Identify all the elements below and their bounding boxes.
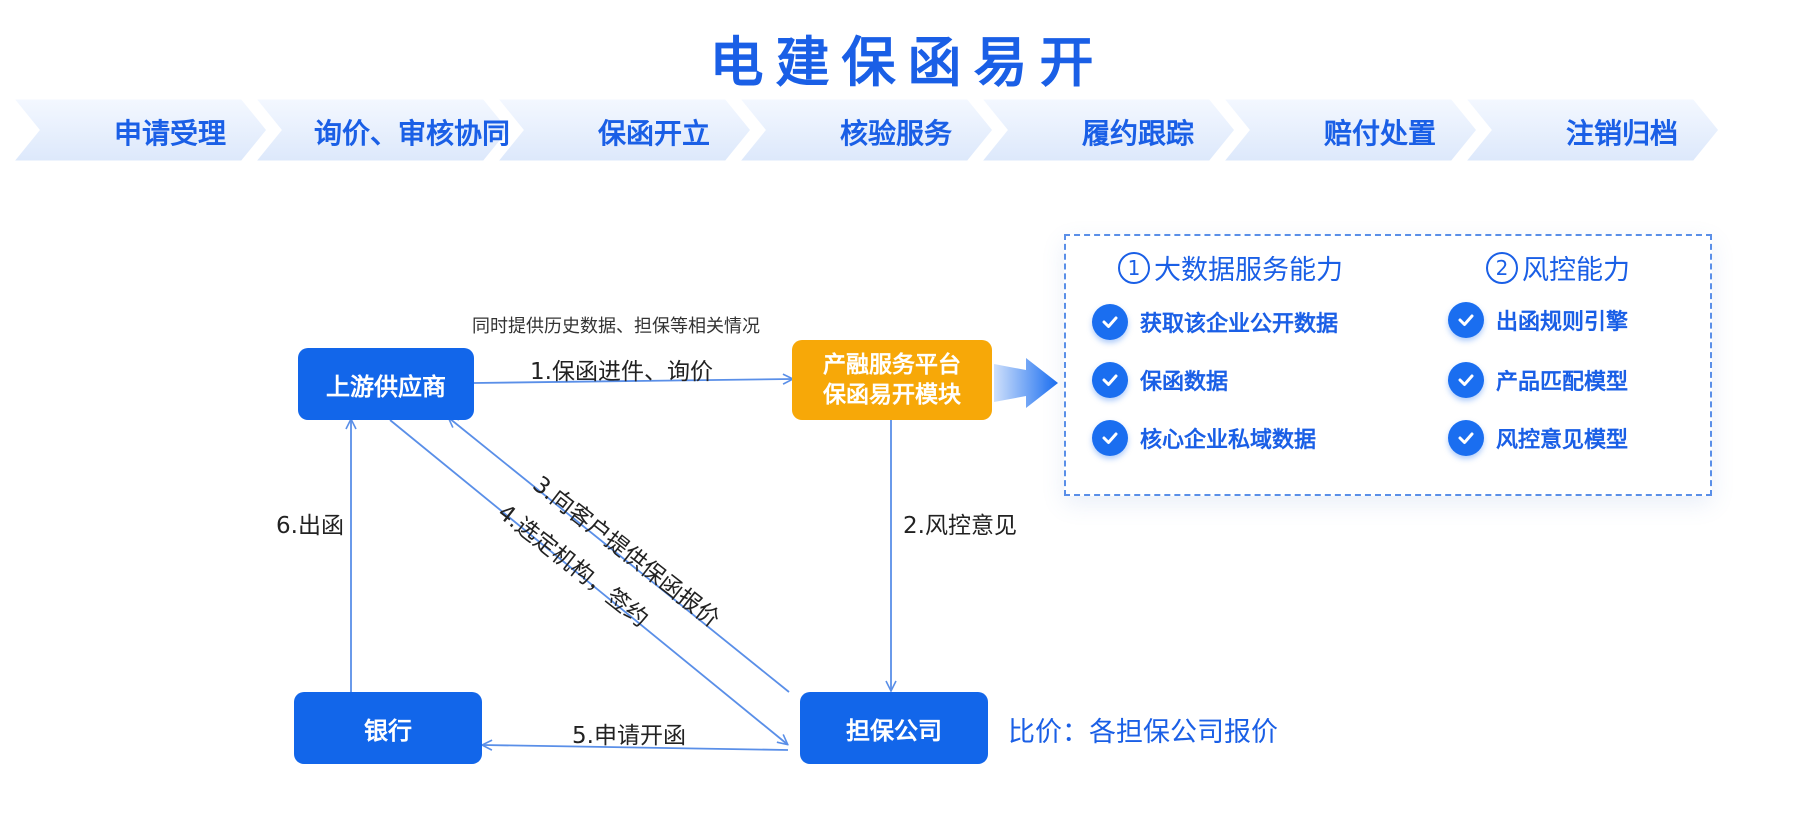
check-icon: [1092, 304, 1128, 340]
page-title: 电建保函易开: [709, 31, 1106, 94]
capability-item: 核心企业私域数据: [1092, 420, 1316, 456]
node-supplier: 上游供应商: [298, 348, 474, 420]
edge-1-arrow: [473, 379, 792, 383]
price-compare-note: 比价：各担保公司报价: [1008, 717, 1278, 748]
process-step: 询价、审核协同: [313, 117, 510, 150]
process-step-chevron: [492, 96, 754, 164]
edge-4-arrow: [389, 419, 787, 744]
edge-1-label: 1.保函进件、询价: [530, 359, 713, 385]
check-icon: [1448, 302, 1484, 338]
process-step-chevron: [8, 96, 270, 164]
big-arrow-icon: [994, 358, 1058, 408]
capability-item: 保函数据: [1092, 362, 1228, 398]
node-bank-label: 银行: [364, 716, 412, 745]
process-step: 申请受理: [113, 117, 226, 150]
process-step-chevron: [734, 96, 996, 164]
node-platform: 产融服务平台 保函易开模块: [792, 340, 992, 420]
process-step-chevron: [1460, 96, 1722, 164]
edge-5-label: 5.申请开函: [572, 723, 686, 749]
process-step: 赔付处置: [1323, 117, 1436, 150]
capability-item-label: 风控意见模型: [1496, 428, 1629, 453]
check-icon: [1448, 362, 1484, 398]
edge-note-history: 同时提供历史数据、担保等相关情况: [472, 316, 760, 337]
capability-column-2-title-text: 风控能力: [1522, 255, 1630, 286]
check-icon: [1448, 420, 1484, 456]
check-icon: [1092, 362, 1128, 398]
process-step: 注销归档: [1565, 117, 1678, 150]
capability-item-label: 产品匹配模型: [1496, 370, 1629, 395]
capability-column-1-title-text: 大数据服务能力: [1154, 255, 1343, 286]
circled-number-1: 1: [1118, 251, 1150, 284]
check-icon: [1092, 420, 1128, 456]
capability-item: 风控意见模型: [1448, 420, 1628, 456]
node-bank: 银行: [294, 692, 482, 764]
process-step-chevron: [976, 96, 1238, 164]
process-step: 保函开立: [597, 117, 710, 150]
capability-column-2-title: 2 风控能力: [1486, 248, 1630, 287]
node-platform-label-line1: 产融服务平台: [823, 352, 961, 378]
edge-6-label: 6.出函: [276, 513, 344, 539]
capability-item: 产品匹配模型: [1448, 362, 1628, 398]
capability-item: 出函规则引擎: [1448, 302, 1628, 338]
capability-item: 获取该企业公开数据: [1092, 304, 1338, 340]
process-step: 履约跟踪: [1081, 117, 1194, 150]
node-platform-label-line2: 保函易开模块: [823, 382, 961, 408]
node-supplier-label: 上游供应商: [326, 372, 446, 401]
node-guarantor: 担保公司: [800, 692, 988, 764]
edge-5-arrow: [483, 745, 789, 751]
process-step-chevron: [250, 96, 512, 164]
process-step-chevron: [1218, 96, 1480, 164]
capability-item-label: 保函数据: [1140, 370, 1229, 395]
circled-number-2: 2: [1486, 251, 1518, 284]
capabilities-panel: [1064, 234, 1712, 496]
process-steps-banner: [8, 96, 1722, 164]
capability-item-label: 核心企业私域数据: [1140, 428, 1317, 453]
capability-column-1-title: 1 大数据服务能力: [1118, 248, 1343, 287]
edge-2-label: 2.风控意见: [903, 513, 1017, 539]
process-step: 核验服务: [839, 117, 952, 150]
capability-item-label: 出函规则引擎: [1496, 310, 1629, 335]
node-guarantor-label: 担保公司: [846, 716, 942, 745]
capability-item-label: 获取该企业公开数据: [1140, 312, 1339, 337]
edge-3-arrow: [449, 418, 790, 693]
